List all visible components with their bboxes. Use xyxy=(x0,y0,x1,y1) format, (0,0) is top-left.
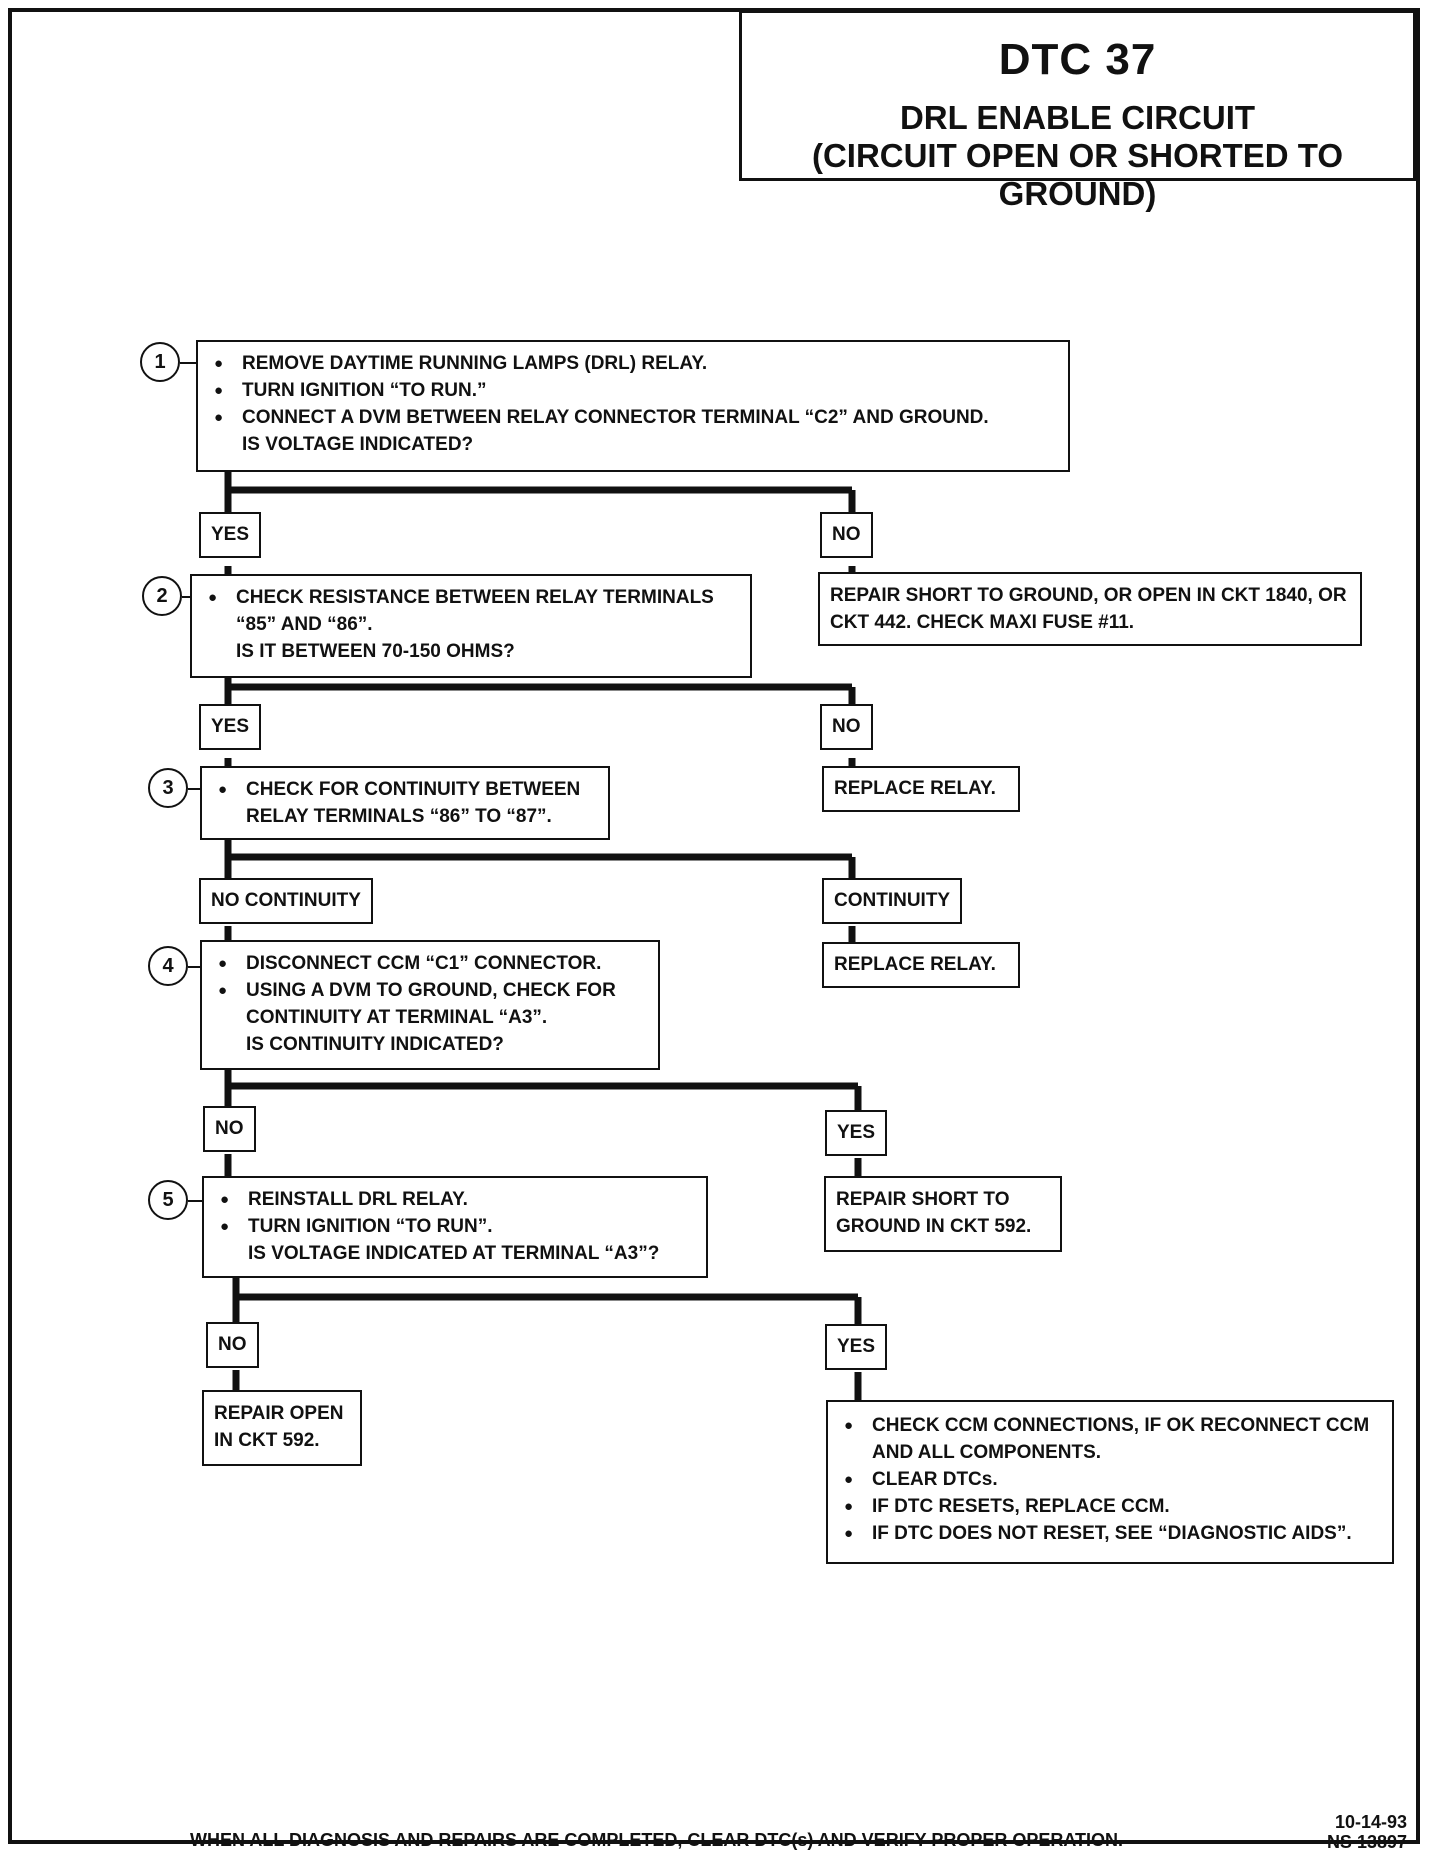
step-4-bullet: DISCONNECT CCM “C1” CONNECTOR. xyxy=(212,950,648,977)
branch-label-yes: YES xyxy=(825,1110,888,1156)
step-1-number: 1 xyxy=(140,342,198,382)
outcome-repair-open-ckt-592: REPAIR OPEN IN CKT 592. xyxy=(202,1390,362,1466)
step-5-box: REINSTALL DRL RELAY. TURN IGNITION “TO R… xyxy=(202,1176,708,1278)
step-4-number: 4 xyxy=(148,946,206,986)
outcome-replace-relay: REPLACE RELAY. xyxy=(822,942,1020,988)
step-4-bullet: USING A DVM TO GROUND, CHECK FOR CONTINU… xyxy=(212,977,648,1031)
branch-label-no: NO xyxy=(203,1106,256,1152)
step-2-number: 2 xyxy=(142,576,200,616)
page-border xyxy=(8,8,1420,1844)
outcome-text: REPAIR OPEN IN CKT 592. xyxy=(214,1403,344,1451)
footer-note: WHEN ALL DIAGNOSIS AND REPAIRS ARE COMPL… xyxy=(190,1830,1124,1850)
step-3-box: CHECK FOR CONTINUITY BETWEEN RELAY TERMI… xyxy=(200,766,610,840)
step-2-box: CHECK RESISTANCE BETWEEN RELAY TERMINALS… xyxy=(190,574,752,678)
outcome-text: REPLACE RELAY. xyxy=(834,954,996,975)
step-1-bullet: REMOVE DAYTIME RUNNING LAMPS (DRL) RELAY… xyxy=(208,350,1058,377)
outcome-repair-short-ckt-592: REPAIR SHORT TO GROUND IN CKT 592. xyxy=(824,1176,1062,1252)
step-3-bullet: CHECK FOR CONTINUITY BETWEEN RELAY TERMI… xyxy=(212,776,598,830)
outcome-text: REPAIR SHORT TO GROUND, OR OPEN IN CKT 1… xyxy=(830,585,1347,633)
branch-label-no: NO xyxy=(206,1322,259,1368)
outcome-text: REPAIR SHORT TO GROUND IN CKT 592. xyxy=(836,1189,1032,1237)
circuit-condition: (CIRCUIT OPEN OR SHORTED TO GROUND) xyxy=(811,137,1344,212)
step-3-number: 3 xyxy=(148,768,206,808)
circuit-title: DRL ENABLE CIRCUIT xyxy=(899,99,1256,136)
branch-label-yes: YES xyxy=(825,1324,888,1370)
branch-label-no: NO xyxy=(820,704,873,750)
document-date: 10-14-93 xyxy=(1334,1812,1407,1832)
outcome-replace-relay: REPLACE RELAY. xyxy=(822,766,1020,812)
step-5-number: 5 xyxy=(148,1180,206,1220)
step-5-question: IS VOLTAGE INDICATED AT TERMINAL “A3”? xyxy=(248,1243,660,1264)
step-5-bullet: TURN IGNITION “TO RUN”. xyxy=(214,1213,696,1240)
branch-label-yes: YES xyxy=(199,512,262,558)
outcome-repair-short-or-open: REPAIR SHORT TO GROUND, OR OPEN IN CKT 1… xyxy=(818,572,1362,646)
step-4-box: DISCONNECT CCM “C1” CONNECTOR. USING A D… xyxy=(200,940,660,1070)
branch-label-yes: YES xyxy=(199,704,262,750)
step-1-bullet: CONNECT A DVM BETWEEN RELAY CONNECTOR TE… xyxy=(208,404,1058,431)
dtc-code: DTC 37 xyxy=(998,35,1157,84)
final-bullet: IF DTC DOES NOT RESET, SEE “DIAGNOSTIC A… xyxy=(838,1520,1382,1547)
document-number: NS 13897 xyxy=(1326,1832,1407,1852)
step-2-bullet: CHECK RESISTANCE BETWEEN RELAY TERMINALS… xyxy=(202,584,740,638)
step-1-question: IS VOLTAGE INDICATED? xyxy=(242,434,474,455)
branch-label-no: NO xyxy=(820,512,873,558)
branch-label-continuity: CONTINUITY xyxy=(822,878,963,924)
final-bullet: IF DTC RESETS, REPLACE CCM. xyxy=(838,1493,1382,1520)
outcome-check-ccm: CHECK CCM CONNECTIONS, IF OK RECONNECT C… xyxy=(826,1400,1394,1564)
final-bullet: CLEAR DTCs. xyxy=(838,1466,1382,1493)
final-bullet: CHECK CCM CONNECTIONS, IF OK RECONNECT C… xyxy=(838,1412,1382,1466)
step-2-question: IS IT BETWEEN 70-150 OHMS? xyxy=(236,641,515,662)
branch-label-no-continuity: NO CONTINUITY xyxy=(199,878,373,924)
title-block: DTC 37 DRL ENABLE CIRCUIT (CIRCUIT OPEN … xyxy=(739,10,1416,212)
outcome-text: REPLACE RELAY. xyxy=(834,778,996,799)
step-5-bullet: REINSTALL DRL RELAY. xyxy=(214,1186,696,1213)
document-id: 10-14-93 NS 13897 xyxy=(1327,1812,1407,1852)
step-1-box: REMOVE DAYTIME RUNNING LAMPS (DRL) RELAY… xyxy=(196,340,1070,472)
step-1-bullet: TURN IGNITION “TO RUN.” xyxy=(208,377,1058,404)
step-4-question: IS CONTINUITY INDICATED? xyxy=(246,1034,504,1055)
